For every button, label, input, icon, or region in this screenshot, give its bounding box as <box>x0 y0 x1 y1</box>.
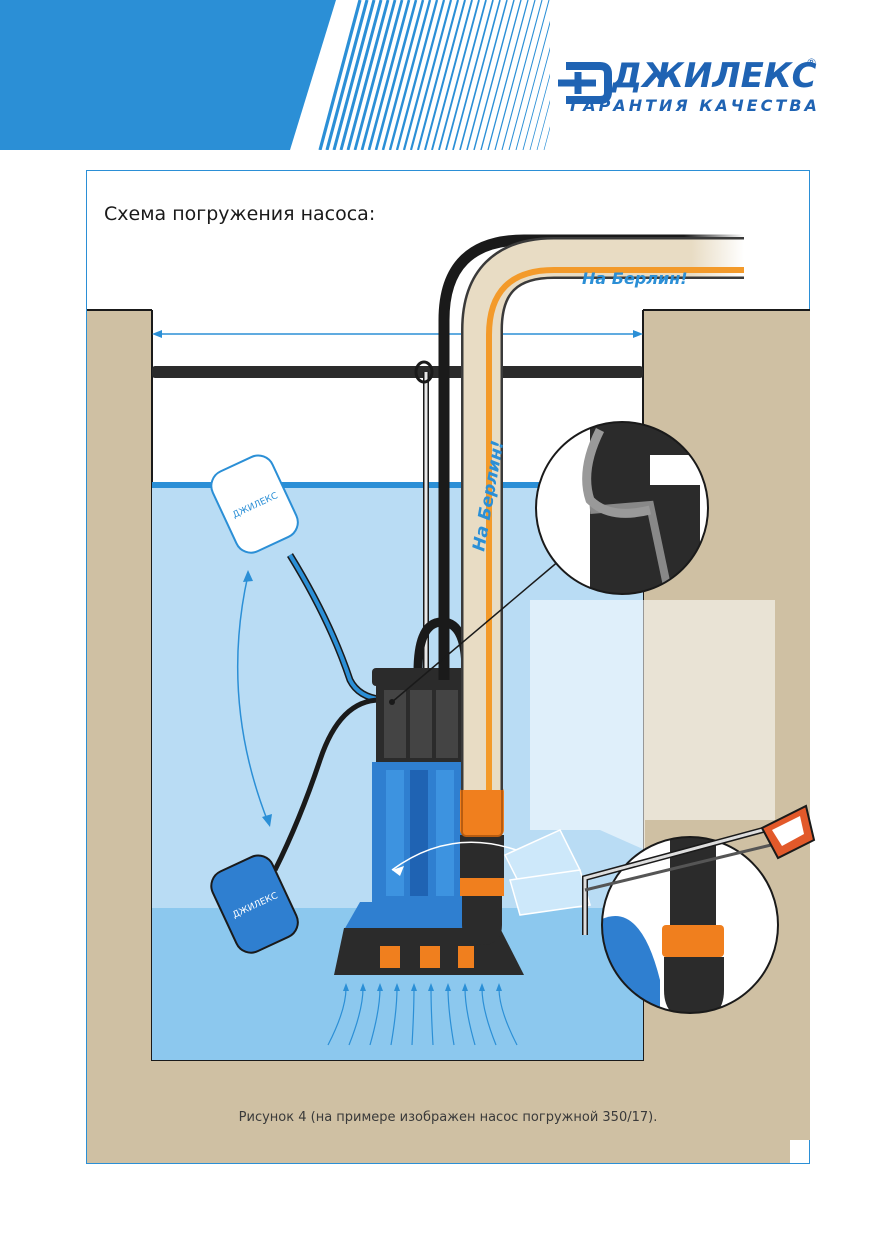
brand-tagline: ГАРАНТИЯ КАЧЕСТВА <box>570 96 820 115</box>
brand-logo-icon <box>558 62 612 104</box>
cross-bar <box>152 366 643 378</box>
hacksaw-icon <box>582 804 816 935</box>
zoom-detail-cable <box>536 422 708 594</box>
flow-arrow-icon <box>327 983 518 1046</box>
pump-icon <box>334 668 524 975</box>
figure-title: Схема погружения насоса: <box>104 203 376 225</box>
hose-label-horizontal: На Берлин! <box>582 269 688 288</box>
float-switch-icon: ДЖИЛЕКС <box>210 854 299 954</box>
registered-icon: ® <box>806 56 817 69</box>
figure-caption: Рисунок 4 (на примере изображен насос по… <box>238 1110 658 1125</box>
zoom-detail-adapter <box>602 837 778 1013</box>
header-banner <box>0 0 550 150</box>
brand-name: ДЖИЛЕКС <box>612 56 817 96</box>
float-switch-icon: ДЖИЛЕКС <box>210 454 299 554</box>
